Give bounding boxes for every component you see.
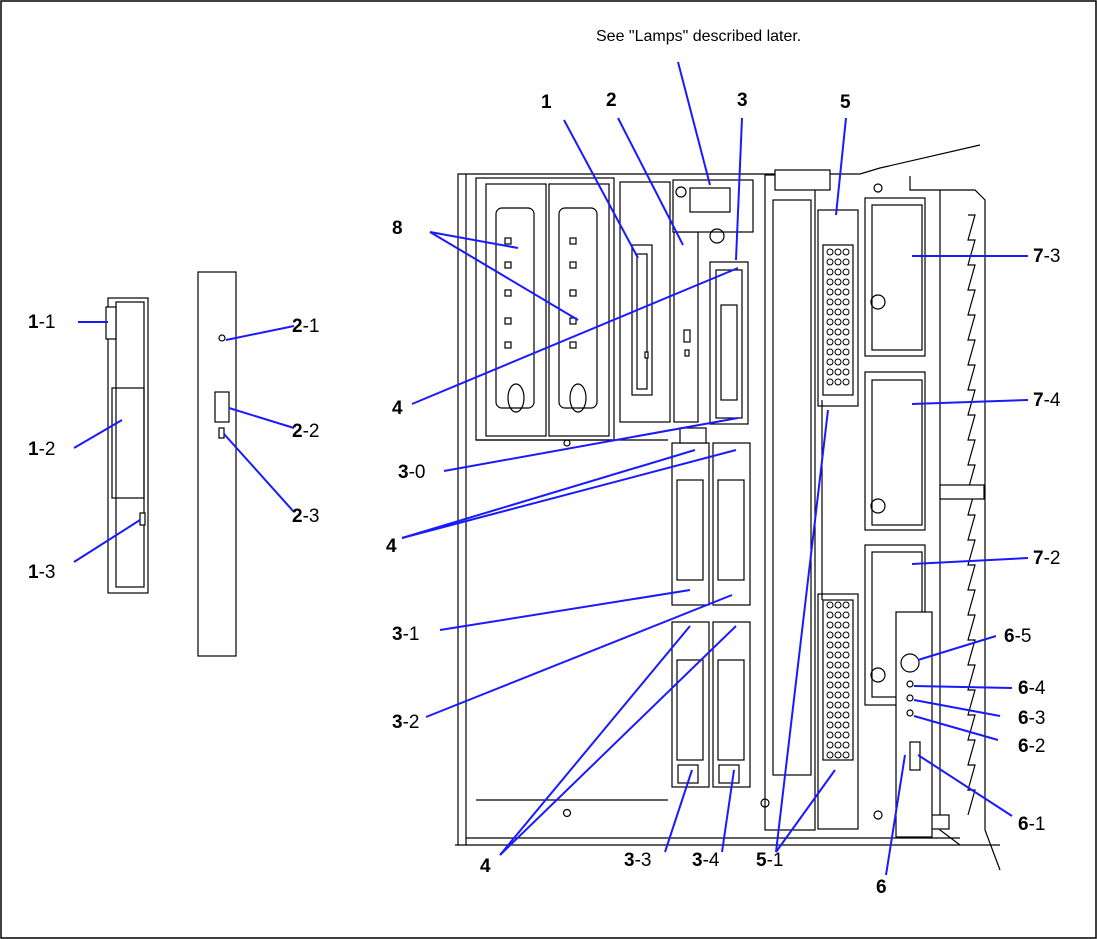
label-2-3: 2-3 xyxy=(292,506,319,527)
label-8: 8 xyxy=(392,218,403,239)
label-3-1: 3-1 xyxy=(392,624,419,645)
label-4-c: 4 xyxy=(480,856,491,877)
label-6-1: 6-1 xyxy=(1018,814,1045,835)
label-6-4: 6-4 xyxy=(1018,678,1046,699)
label-2-2: 2-2 xyxy=(292,421,319,442)
label-5-1: 5-1 xyxy=(756,850,783,871)
label-7-4: 7-4 xyxy=(1033,390,1061,411)
label-1: 1 xyxy=(541,92,552,113)
labels: See "Lamps" described later. 1 2 3 5 8 1… xyxy=(28,28,1061,898)
fan-vent-pattern-top xyxy=(826,248,850,386)
label-3-4: 3-4 xyxy=(692,850,720,871)
label-2-1: 2-1 xyxy=(292,316,319,337)
floppy-drive-front xyxy=(105,297,149,594)
label-7-3: 7-3 xyxy=(1033,246,1060,267)
label-7-2: 7-2 xyxy=(1033,548,1060,569)
label-5: 5 xyxy=(840,92,851,113)
label-1-1: 1-1 xyxy=(28,312,55,333)
label-6-5: 6-5 xyxy=(1004,626,1031,647)
label-6-3: 6-3 xyxy=(1018,708,1045,729)
fan-vent-pattern-bottom xyxy=(826,601,850,759)
cdrom-drive-front xyxy=(197,271,237,657)
label-3-0: 3-0 xyxy=(398,462,425,483)
label-6-2: 6-2 xyxy=(1018,736,1045,757)
label-3-3: 3-3 xyxy=(624,850,651,871)
label-4-b: 4 xyxy=(386,536,397,557)
label-1-2: 1-2 xyxy=(28,439,55,460)
server-chassis xyxy=(455,144,1001,871)
lamps-caption: See "Lamps" described later. xyxy=(596,28,801,45)
label-3-2: 3-2 xyxy=(392,712,419,733)
label-1-3: 1-3 xyxy=(28,562,55,583)
leader-lines xyxy=(73,61,1029,876)
label-6: 6 xyxy=(876,877,887,898)
label-4-a: 4 xyxy=(392,398,403,419)
label-3: 3 xyxy=(737,90,748,111)
label-2: 2 xyxy=(606,90,617,111)
